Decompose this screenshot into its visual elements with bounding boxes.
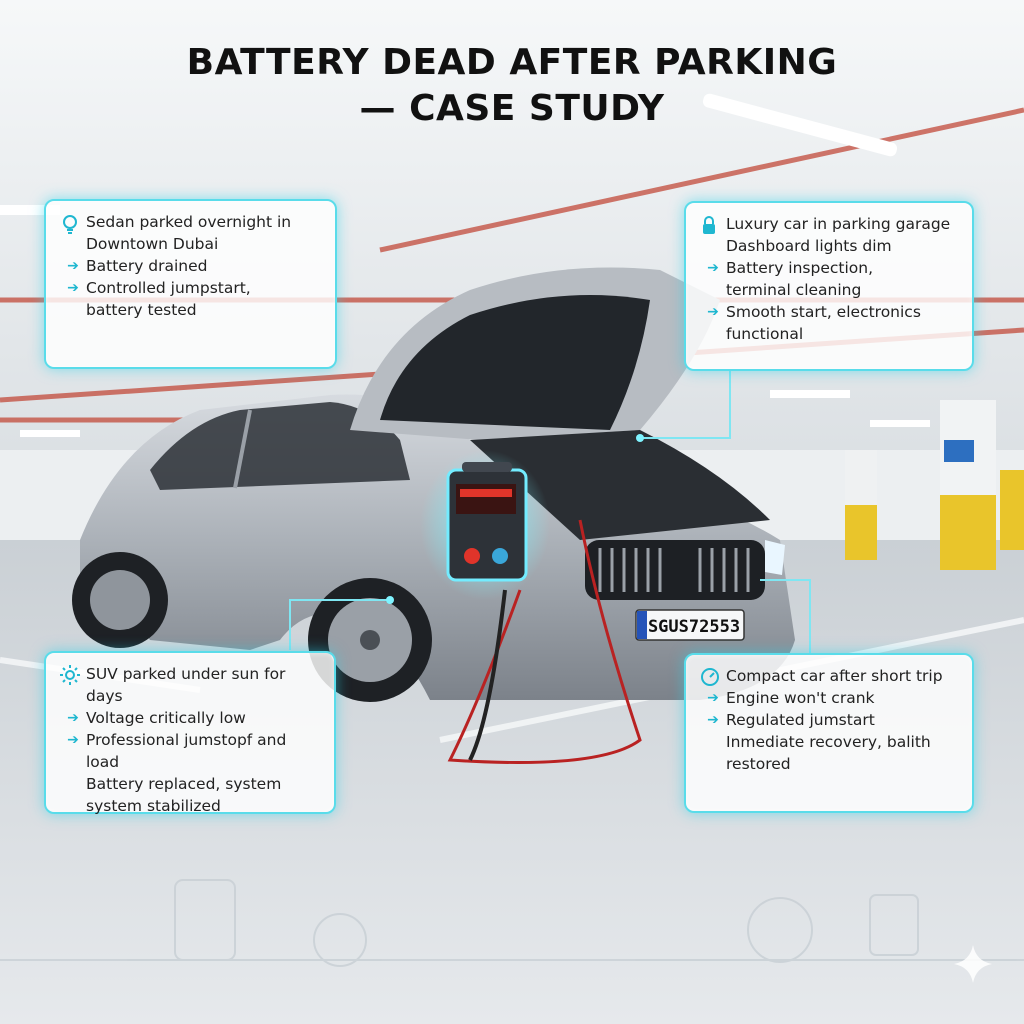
card-line: Compact car after short trip: [726, 667, 943, 685]
lock-icon: [700, 213, 726, 235]
case-card-luxury: Luxury car in parking garage Dashboard l…: [684, 201, 974, 371]
case-card-compact: Compact car after short trip ➔ Engine won…: [684, 653, 974, 813]
arrow-icon: ➔: [67, 732, 79, 748]
card-line: SUV parked under sun for days: [86, 665, 286, 705]
pillars: [845, 400, 1024, 570]
card-line: Voltage critically low: [86, 709, 246, 727]
arrow-icon: ➔: [707, 690, 719, 706]
card-line: Smooth start, electronics functional: [726, 303, 921, 343]
card-line: Luxury car in parking garage Dashboard l…: [726, 215, 951, 255]
case-card-suv: SUV parked under sun for days ➔ Voltage c…: [44, 651, 336, 815]
card-line: Sedan parked overnight in Downtown Dubai: [86, 213, 292, 253]
arrow-icon: ➔: [707, 304, 719, 320]
jump-starter-device: [420, 450, 550, 600]
card-line: Battery inspection, terminal cleaning: [726, 259, 874, 299]
arrow-icon: ➔: [67, 710, 79, 726]
sun-icon: [60, 663, 86, 685]
card-line: Professional jumstopf and load Battery r…: [86, 731, 287, 815]
arrow-icon: ➔: [67, 280, 79, 296]
license-plate-text: SGUS72553: [648, 617, 740, 637]
card-line: Battery drained: [86, 257, 208, 275]
title-line-2: — CASE STUDY: [359, 88, 665, 129]
sparkle-icon: [952, 943, 994, 990]
arrow-icon: ➔: [707, 712, 719, 728]
title-line-1: BATTERY DEAD AFTER PARKING: [186, 42, 838, 83]
case-card-sedan: Sedan parked overnight in Downtown Dubai…: [44, 199, 337, 369]
lightbulb-icon: [60, 211, 86, 235]
gauge-icon: [700, 665, 726, 687]
card-line: Controlled jumpstart, battery tested: [86, 279, 251, 319]
card-line: Engine won't crank: [726, 689, 875, 707]
card-line: Regulated jumstart Inmediate recovery, b…: [726, 711, 931, 773]
arrow-icon: ➔: [707, 260, 719, 276]
arrow-icon: ➔: [67, 258, 79, 274]
page-title: BATTERY DEAD AFTER PARKING — CASE STUDY: [0, 40, 1024, 132]
